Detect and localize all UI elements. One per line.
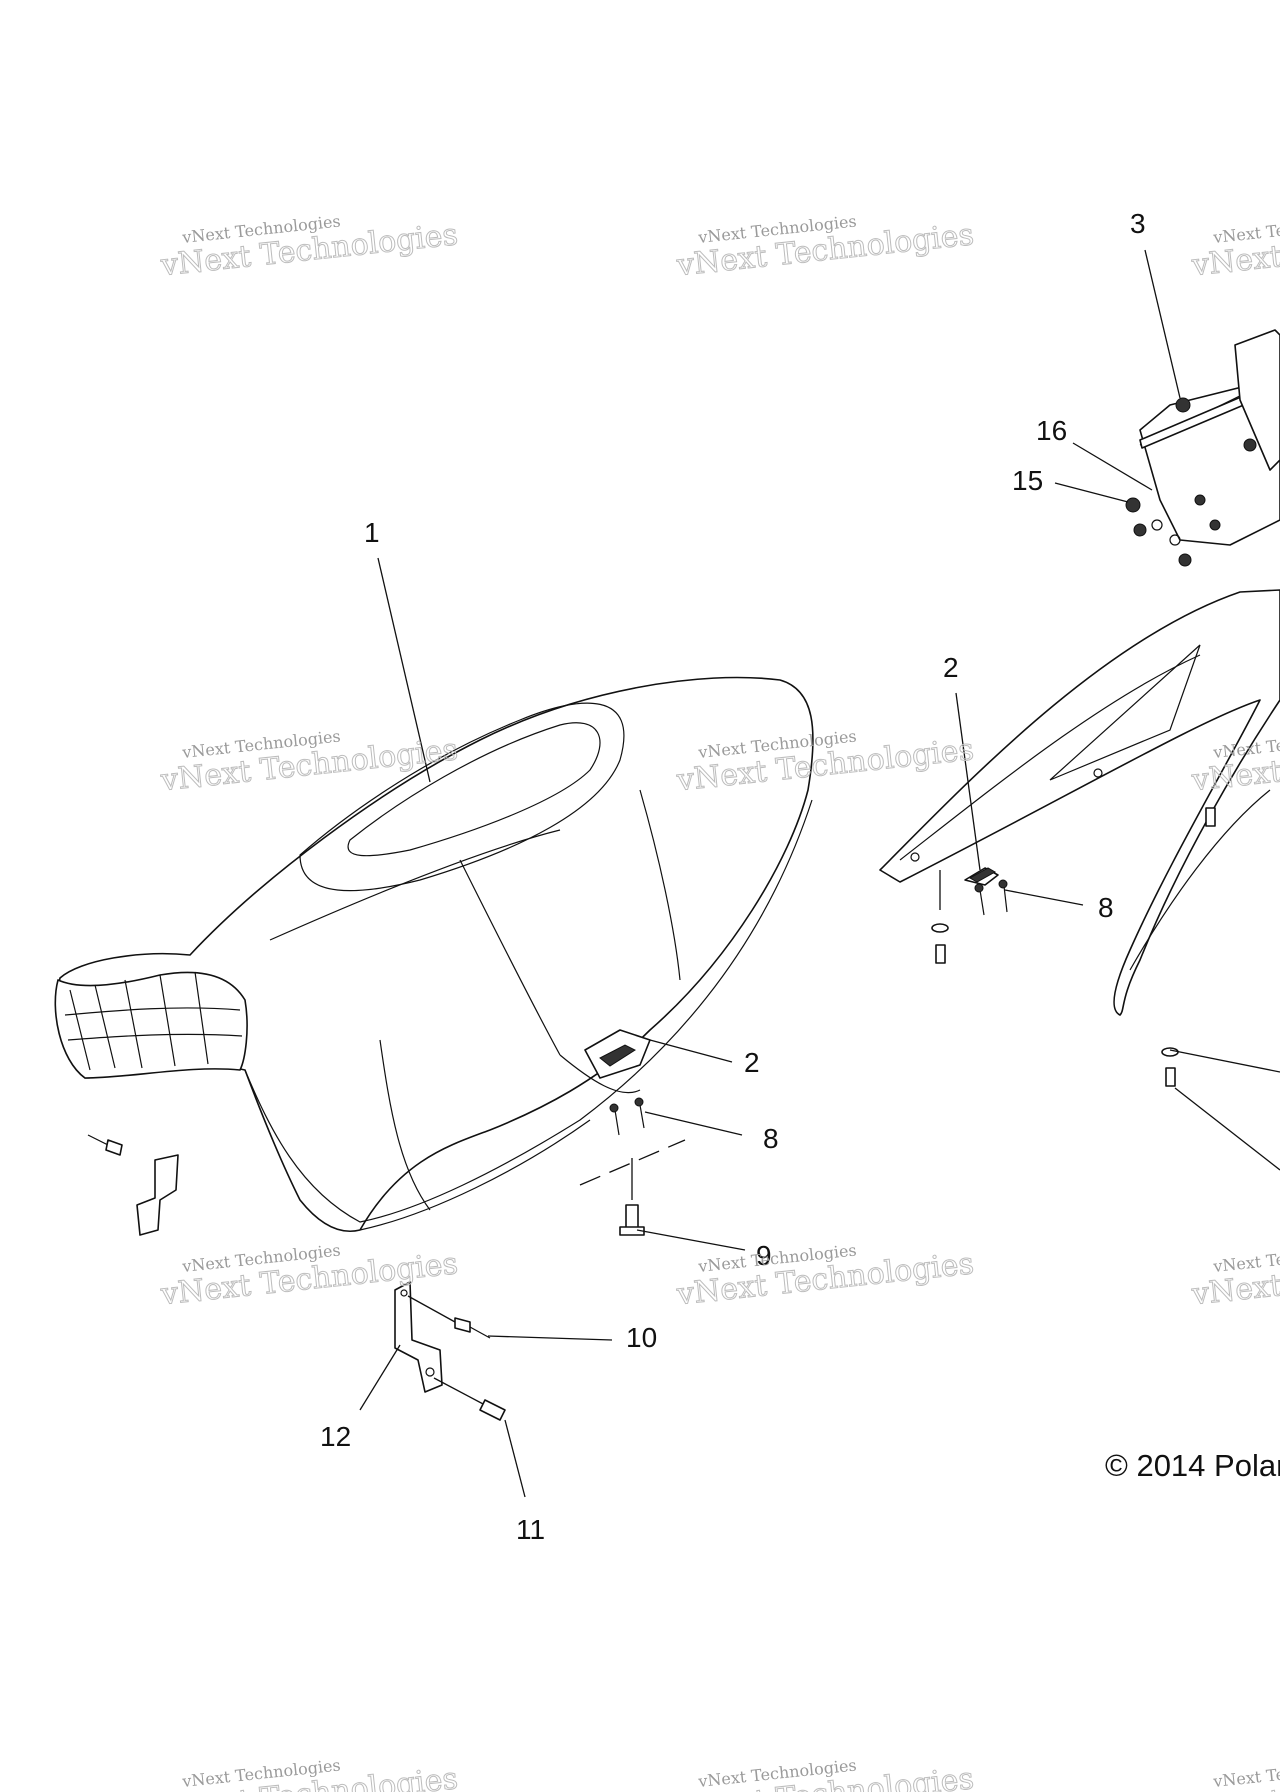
watermark: vNext Technologies vNext Technologies <box>1189 211 1280 283</box>
callout-8b: 8 <box>1098 892 1114 923</box>
copyright-notice: © 2014 Polar <box>1105 1448 1280 1483</box>
seat-hardware <box>579 1097 686 1236</box>
callout-2b: 2 <box>943 652 959 683</box>
leader-lines <box>359 249 1280 1498</box>
callout-3: 3 <box>1130 208 1146 239</box>
bracket-assembly <box>87 1134 506 1421</box>
seat-assembly <box>54 676 814 1232</box>
watermark: vNext Technologies vNext Technologies <box>674 211 976 283</box>
watermark: vNext Technologies vNext Technologies <box>1189 726 1280 798</box>
callout-8a: 8 <box>763 1123 779 1154</box>
callout-10: 10 <box>626 1322 657 1353</box>
callout-9: 9 <box>756 1240 772 1271</box>
latch-mechanism <box>1125 329 1280 567</box>
watermark: vNext Technologies vNext Technologies <box>158 211 460 283</box>
watermark: vNext Technologies vNext Technologies <box>158 1755 460 1792</box>
callout-16: 16 <box>1036 415 1067 446</box>
callout-labels: 1 2 2 3 8 8 9 10 11 12 15 16 <box>320 208 1146 1545</box>
callout-1: 1 <box>364 517 380 548</box>
callout-12: 12 <box>320 1421 351 1452</box>
seat-frame <box>879 589 1280 1087</box>
watermark: vNext Technologies vNext Technologies <box>674 1755 976 1792</box>
watermark: vNext Technologies vNext Technologies <box>1189 1755 1280 1792</box>
callout-11: 11 <box>516 1514 545 1545</box>
callout-15: 15 <box>1012 465 1043 496</box>
callout-2a: 2 <box>744 1047 760 1078</box>
watermark: vNext Technologies vNext Technologies <box>1189 1240 1280 1312</box>
watermark: vNext Technologies vNext Technologies <box>674 1240 976 1312</box>
